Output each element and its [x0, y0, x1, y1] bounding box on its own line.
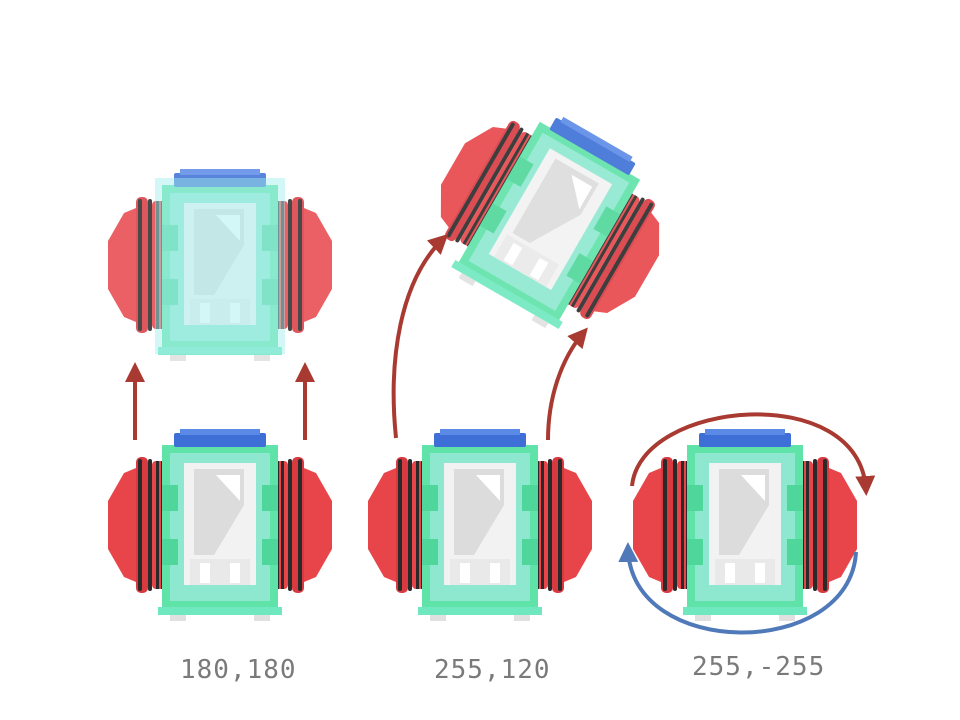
caption-speed-pair-2: 255,120: [434, 655, 551, 685]
robot-icon: [108, 429, 332, 621]
robot-icon: [368, 429, 592, 621]
robot-icon: [108, 169, 332, 361]
arrow-icon: [548, 332, 584, 440]
caption-speed-pair-1: 180,180: [180, 655, 297, 685]
caption-speed-pair-3: 255,-255: [692, 652, 825, 682]
robot-icon: [633, 429, 857, 621]
arrow-icon: [394, 238, 444, 438]
robot-icon: [405, 81, 695, 359]
